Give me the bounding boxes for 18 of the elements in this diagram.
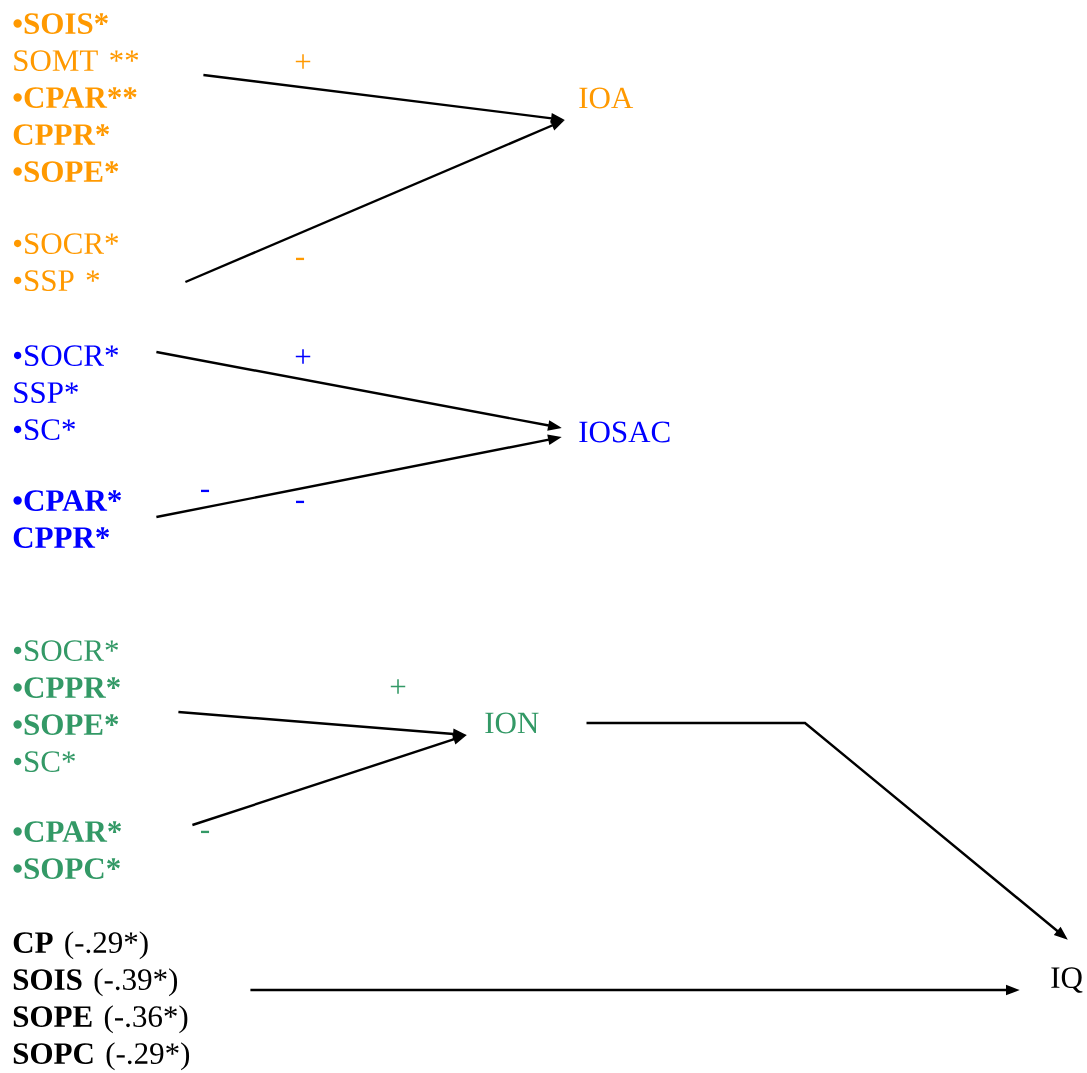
text-group: •SOCR* •SSP * <box>13 233 119 291</box>
edge-label: + <box>295 54 311 69</box>
node-label: IOA <box>579 87 634 109</box>
node-label: IQ <box>1051 967 1083 993</box>
sign-label: - <box>201 489 210 493</box>
text-group: •SOCR* •CPPR* •SOPE* •SC* <box>13 640 120 772</box>
edge-label: - <box>296 257 305 261</box>
text-group: •CPAR* CPPR* <box>13 490 122 548</box>
node-label: IOSAC <box>579 421 670 443</box>
edge-label: - <box>201 830 210 834</box>
node-label: ION <box>485 712 539 734</box>
text-group: CP (-.29*) SOIS (-.39*) SOPE (-.36*) SOPC (-.29*) <box>13 931 190 1071</box>
edge-label: + <box>390 679 406 694</box>
text-group: •SOCR* SSP* •SC* <box>13 345 119 440</box>
edge-label: - <box>296 500 305 504</box>
text-group: •CPAR* •SOPC* <box>13 821 122 879</box>
edge-label: + <box>295 349 311 364</box>
text-group: •SOIS* SOMT ** •CPAR** CPPR* •SOPE* <box>13 13 139 182</box>
